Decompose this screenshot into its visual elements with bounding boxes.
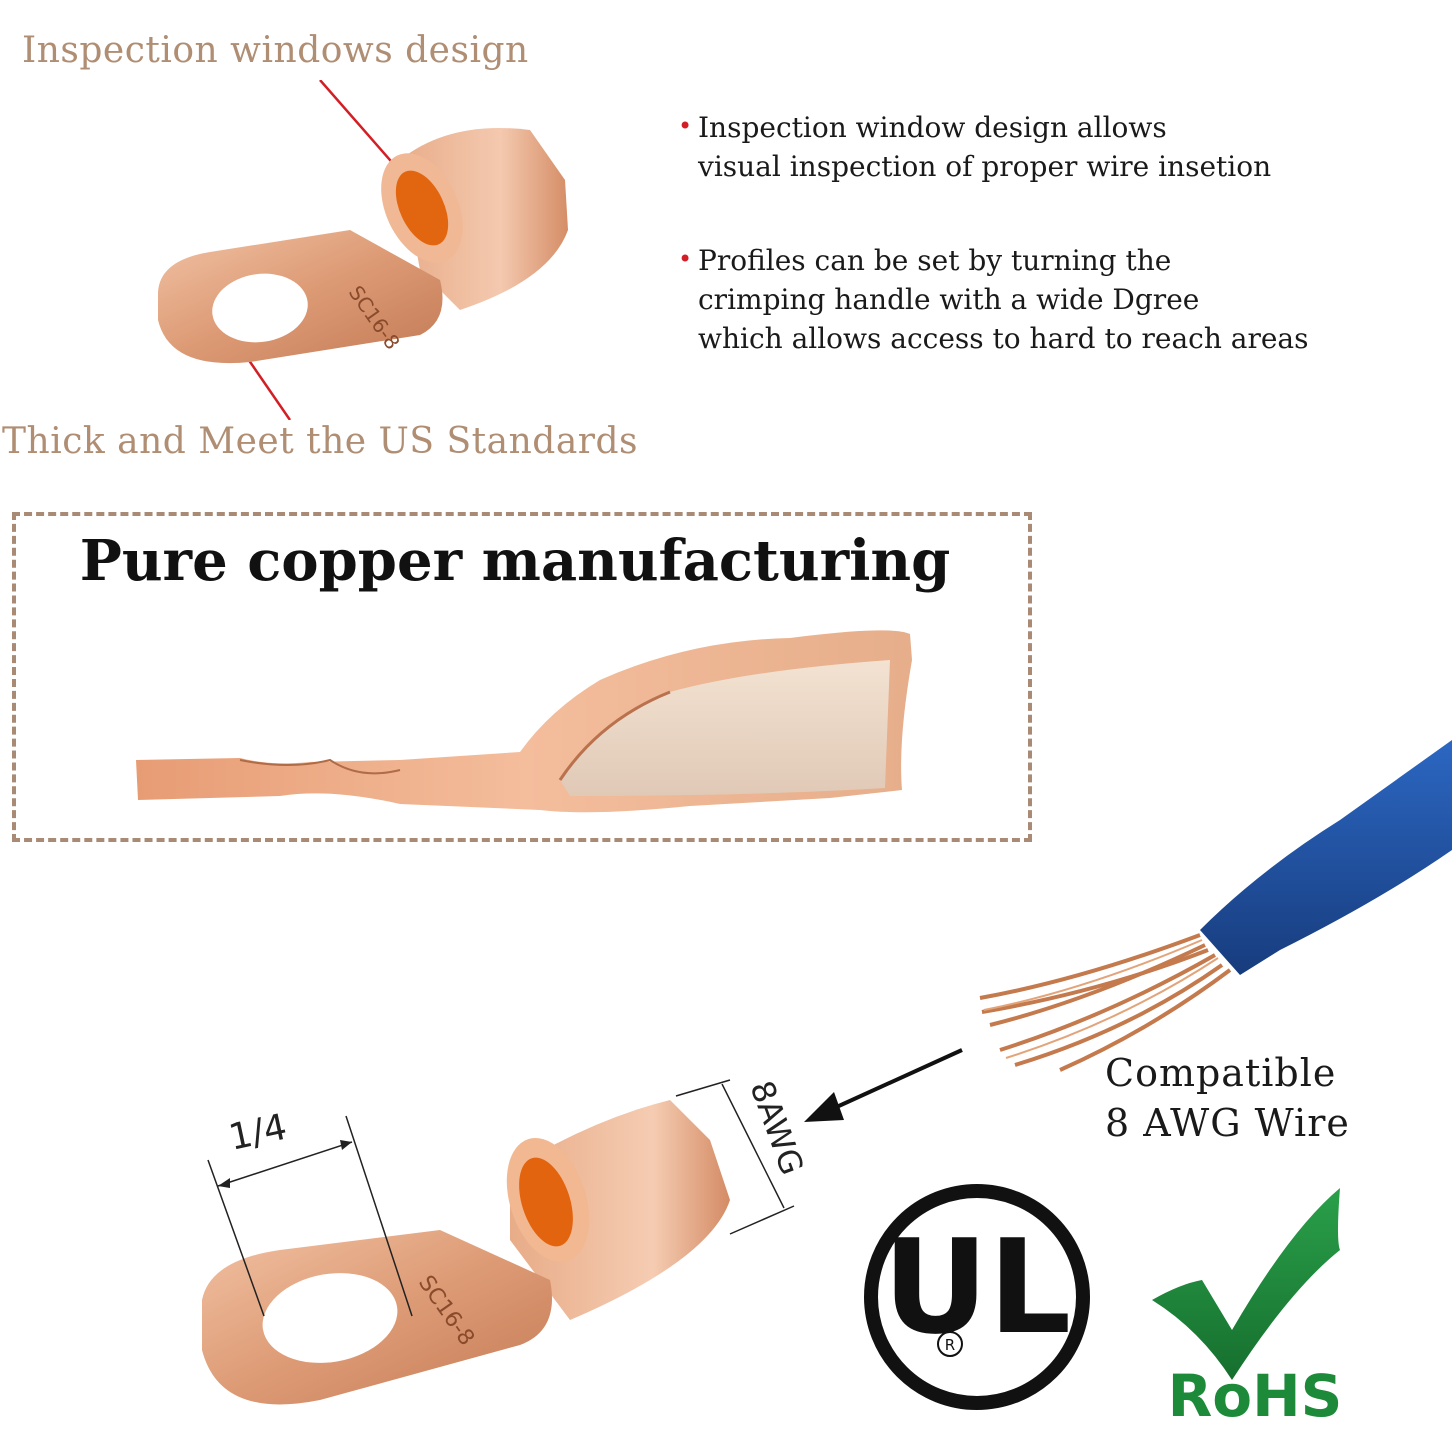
compatible-text: Compatible 8 AWG Wire <box>1105 1048 1350 1148</box>
copper-section-box <box>12 512 1032 842</box>
inspection-windows-label: Inspection windows design <box>22 30 529 71</box>
wire-icon <box>979 740 1452 1072</box>
stud-size-label: 1/4 <box>225 1107 290 1159</box>
rohs-check-icon: RoHS <box>1152 1188 1343 1430</box>
thick-standards-label: Thick and Meet the US Standards <box>2 421 639 462</box>
compatible-line: Compatible <box>1105 1051 1337 1095</box>
ul-registered-mark: R <box>945 1336 955 1354</box>
bullet-item: • Inspection window design allows visual… <box>676 108 1376 186</box>
copper-section-title: Pure copper manufacturing <box>79 528 951 594</box>
bullet-line: Profiles can be set by turning the <box>698 244 1172 277</box>
lug-cross-section-icon <box>136 630 912 813</box>
bullet-dot: • <box>678 245 693 273</box>
wire-size-label: 8AWG <box>742 1076 811 1180</box>
ul-letters: UL <box>883 1211 1071 1363</box>
ring-lug-icon: SC16-8 <box>158 80 568 420</box>
bullet-item: • Profiles can be set by turning the cri… <box>676 241 1376 358</box>
rohs-label: RoHS <box>1168 1362 1343 1430</box>
bullet-dot: • <box>678 112 693 140</box>
bullet-line: Inspection window design allows <box>698 111 1167 144</box>
compatible-line: 8 AWG Wire <box>1105 1101 1350 1145</box>
bullet-line: crimping handle with a wide Dgree <box>698 283 1200 316</box>
ul-certification-icon: UL R <box>864 1184 1090 1410</box>
arrow-icon <box>804 1048 963 1122</box>
feature-bullets: • Inspection window design allows visual… <box>676 108 1376 413</box>
bullet-line: which allows access to hard to reach are… <box>698 322 1309 355</box>
bullet-line: visual inspection of proper wire insetio… <box>698 150 1272 183</box>
ring-lug-dimension-icon: SC16-8 1/4 8AWG <box>202 1076 811 1405</box>
